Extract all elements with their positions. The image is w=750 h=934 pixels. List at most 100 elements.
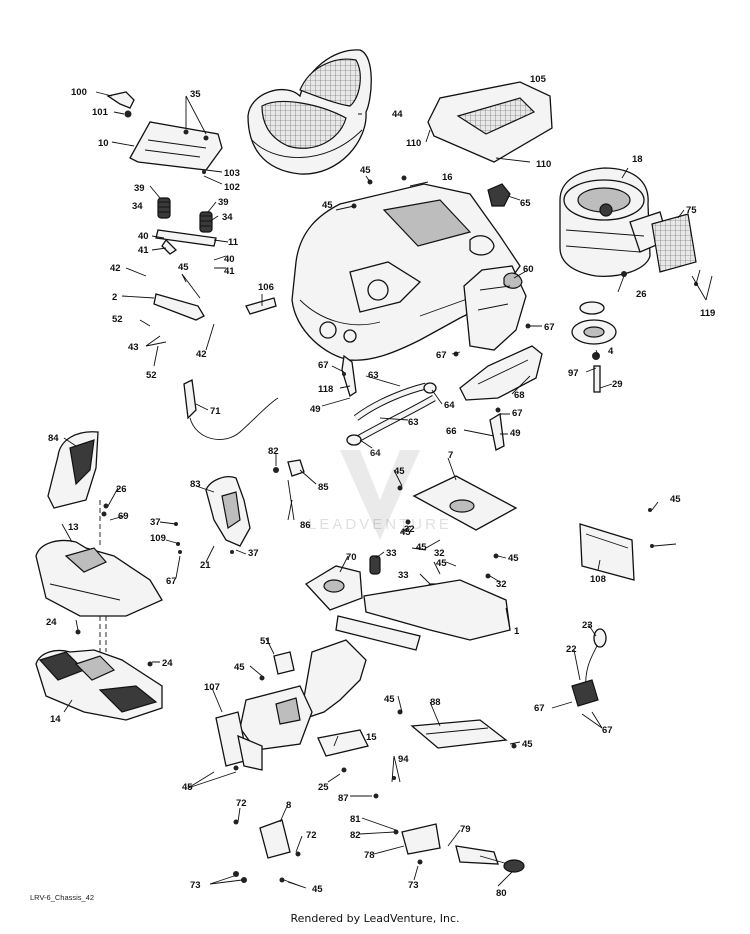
callout-label: 69 — [118, 511, 129, 522]
callout-label: 82 — [268, 446, 279, 457]
callout-label: 52 — [146, 370, 157, 381]
callout-label: 60 — [523, 264, 534, 275]
callout-label: 101 — [92, 107, 109, 118]
part-fuel-tank-60 — [463, 265, 527, 351]
part-engine-18 — [559, 167, 669, 277]
hardware-fasteners — [75, 170, 698, 883]
part-shift-lever-23 — [571, 628, 607, 707]
callout-label: 45 — [508, 553, 519, 564]
callout-label: 52 — [112, 314, 123, 325]
callout-label: 45 — [400, 527, 411, 538]
callout-label: 110 — [536, 159, 551, 170]
callout-label: 64 — [370, 448, 381, 459]
callout-label: 108 — [590, 574, 606, 585]
part-pulley-97 — [571, 301, 617, 393]
callout-label: 72 — [236, 798, 247, 809]
callout-label: 81 — [350, 814, 361, 825]
callout-label: 8 — [286, 800, 291, 811]
callout-label: 33 — [398, 570, 409, 581]
callout-label: 44 — [392, 109, 403, 120]
callout-label: 73 — [408, 880, 419, 891]
callout-label: 49 — [310, 404, 321, 415]
callout-label: 71 — [210, 406, 221, 417]
callout-label: 49 — [510, 428, 521, 439]
callout-label: 32 — [434, 548, 445, 559]
callout-label: 63 — [408, 417, 419, 428]
callout-label: 34 — [222, 212, 233, 223]
callout-label: 25 — [318, 782, 329, 793]
callout-label: 41 — [224, 266, 235, 277]
callout-labels: 100 101 35 10 103 102 39 39 34 34 40 41 … — [46, 74, 715, 899]
callout-label: 35 — [190, 89, 201, 100]
part-handle-106 — [245, 297, 277, 315]
callout-label: 110 — [406, 138, 421, 149]
callout-label: 32 — [496, 579, 507, 590]
callout-label: 34 — [132, 201, 143, 212]
part-screen-75 — [651, 213, 697, 273]
callout-label: 45 — [234, 662, 245, 673]
part-pedal-80 — [455, 845, 525, 873]
callout-label: 21 — [200, 560, 211, 571]
callout-label: 100 — [71, 87, 87, 98]
part-cable-71 — [183, 379, 279, 440]
callout-label: 51 — [260, 636, 271, 647]
callout-label: 66 — [446, 426, 457, 437]
callout-label: 85 — [318, 482, 329, 493]
callout-label: 67 — [436, 350, 447, 361]
part-foot-deck-14 — [35, 649, 163, 721]
part-hose-63 — [346, 382, 437, 446]
callout-label: 45 — [436, 558, 447, 569]
callout-label: 39 — [134, 183, 145, 194]
leader-13-14 — [99, 616, 107, 652]
callout-label: 42 — [196, 349, 207, 360]
part-bracket-66 — [489, 412, 505, 451]
part-frame-1 — [239, 579, 511, 751]
callout-label: 73 — [190, 880, 201, 891]
callout-label: 118 — [318, 384, 333, 395]
callout-label: 63 — [368, 370, 379, 381]
part-seat-plate-10 — [129, 121, 223, 171]
leader-lines — [61, 91, 713, 889]
part-bracket-2 — [153, 293, 205, 321]
callout-label: 24 — [162, 658, 173, 669]
callout-label: 103 — [224, 168, 240, 179]
callout-label: 105 — [530, 74, 547, 85]
callout-label: 13 — [68, 522, 79, 533]
part-seat-44 — [247, 49, 372, 175]
callout-label: 32 — [404, 524, 415, 535]
callout-label: 29 — [612, 379, 623, 390]
part-panel-84 — [47, 431, 99, 509]
callout-label: 45 — [182, 782, 193, 793]
callout-label: 37 — [150, 517, 161, 528]
callout-label: 23 — [582, 620, 593, 631]
part-bracket-100 — [106, 91, 135, 118]
part-console-13 — [35, 539, 163, 617]
callout-label: 45 — [322, 200, 333, 211]
callout-label: 1 — [514, 626, 520, 637]
caption: Rendered by LeadVenture, Inc. — [290, 912, 460, 925]
part-hood-cover-105 — [427, 81, 553, 163]
callout-label: 84 — [48, 433, 59, 444]
callout-label: 4 — [608, 346, 614, 357]
callout-label: 79 — [460, 824, 471, 835]
callout-label: 45 — [522, 739, 533, 750]
part-step-88 — [410, 719, 508, 749]
part-knob-65 — [487, 183, 511, 207]
callout-label: 45 — [394, 466, 405, 477]
callout-label: 70 — [346, 552, 357, 563]
callout-label: 33 — [386, 548, 397, 559]
callout-label: 16 — [442, 172, 453, 183]
part-fitting-85 — [273, 459, 305, 521]
callout-label: 40 — [224, 254, 235, 265]
part-bracket-51 — [273, 651, 295, 675]
callout-label: 2 — [112, 292, 117, 303]
part-bracket-78 — [401, 823, 441, 855]
watermark-text: LEADVENTURE — [308, 516, 452, 533]
callout-label: 39 — [218, 197, 229, 208]
callout-label: 102 — [224, 182, 240, 193]
drawing-id: LRV-6_Chassis_42 — [30, 893, 95, 902]
callout-label: 43 — [128, 342, 139, 353]
part-bracket-118 — [341, 354, 357, 398]
callout-label: 45 — [312, 884, 323, 895]
